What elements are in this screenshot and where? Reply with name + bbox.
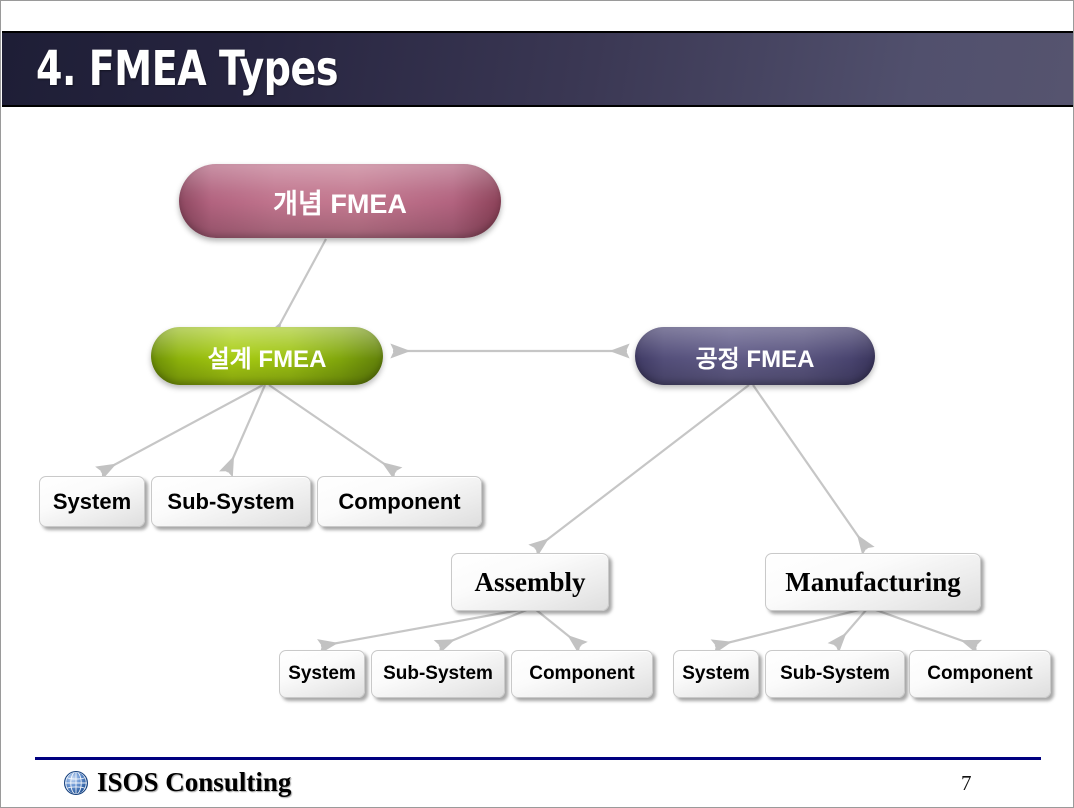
globe-icon (64, 770, 88, 795)
node-label: Component (529, 663, 635, 684)
node-label: Manufacturing (785, 566, 961, 597)
node-label: Sub-System (383, 663, 493, 684)
footer-brand-text: ISOS Consulting (97, 767, 292, 797)
node-label: Sub-System (167, 488, 295, 514)
node-design-system[interactable]: System (39, 476, 145, 527)
node-assembly-component[interactable]: Component (511, 650, 653, 698)
node-process-fmea[interactable]: 공정 FMEA (635, 327, 875, 385)
node-concept-fmea-label: 개념 FMEA (273, 188, 407, 219)
node-label: System (682, 663, 750, 684)
node-process-fmea-label: 공정 FMEA (695, 345, 815, 373)
node-label: Component (338, 488, 461, 514)
node-design-fmea-label: 설계 FMEA (207, 345, 327, 373)
node-design-sub-system[interactable]: Sub-System (151, 476, 311, 527)
node-design-component[interactable]: Component (317, 476, 482, 527)
node-concept-fmea[interactable]: 개념 FMEA (179, 164, 501, 238)
node-assembly[interactable]: Assembly (451, 553, 609, 611)
node-assembly-sub-system[interactable]: Sub-System (371, 650, 505, 698)
node-design-fmea[interactable]: 설계 FMEA (151, 327, 383, 385)
footer-brand: ISOS Consulting (63, 767, 291, 798)
node-label: Component (927, 663, 1033, 684)
node-label: System (288, 663, 356, 684)
slide-title-bar: 4. FMEA Types (2, 31, 1073, 107)
node-label: Sub-System (780, 663, 890, 684)
page-title: 4. FMEA Types (36, 41, 339, 97)
node-label: Assembly (474, 566, 586, 597)
footer-divider (35, 757, 1041, 760)
page-number: 7 (961, 771, 972, 795)
node-manufacturing[interactable]: Manufacturing (765, 553, 981, 611)
fmea-types-diagram: 개념 FMEA 설계 FMEA 공정 FMEA System Sub-Syste… (1, 107, 1073, 747)
node-manufacturing-sub-system[interactable]: Sub-System (765, 650, 905, 698)
node-manufacturing-component[interactable]: Component (909, 650, 1051, 698)
node-manufacturing-system[interactable]: System (673, 650, 759, 698)
node-assembly-system[interactable]: System (279, 650, 365, 698)
connector-arrows (95, 238, 982, 654)
node-label: System (52, 488, 132, 514)
